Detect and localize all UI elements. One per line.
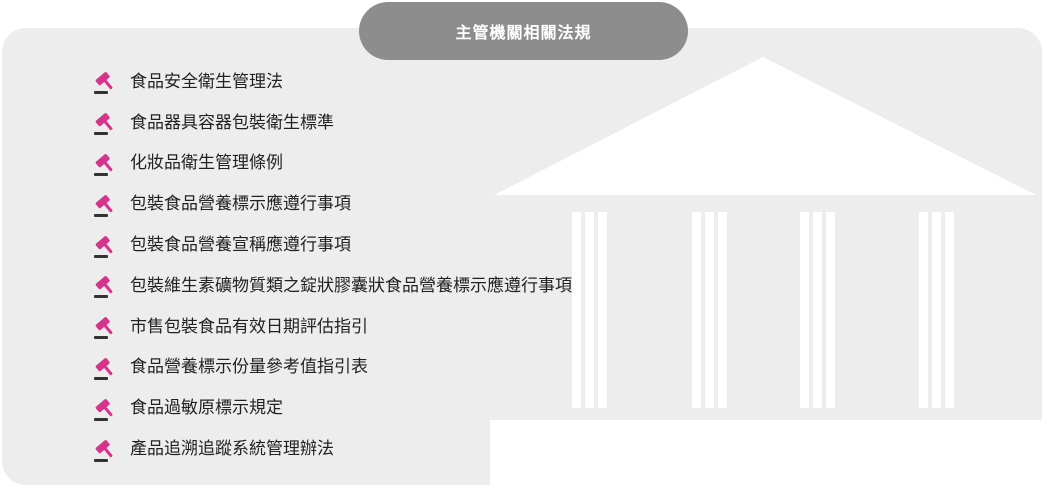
gavel-icon bbox=[94, 358, 113, 380]
gavel-icon bbox=[94, 317, 113, 340]
gavel-icon bbox=[94, 235, 113, 258]
regulation-item: 食品器具容器包裝衛生標準 bbox=[92, 103, 572, 144]
building-base bbox=[490, 420, 1042, 485]
regulation-item: 包裝食品營養宣稱應遵行事項 bbox=[92, 225, 572, 266]
regulation-item: 食品安全衛生管理法 bbox=[92, 62, 572, 103]
gavel-icon bbox=[94, 398, 113, 421]
gavel-icon bbox=[94, 194, 113, 217]
regulation-item-label: 包裝食品營養標示應遵行事項 bbox=[130, 194, 351, 215]
gavel-icon bbox=[94, 276, 113, 299]
regulation-item-label: 市售包裝食品有效日期評估指引 bbox=[130, 316, 368, 337]
building-columns bbox=[572, 212, 954, 408]
regulation-item-label: 食品器具容器包裝衛生標準 bbox=[130, 112, 334, 133]
building-roof bbox=[494, 57, 1036, 195]
regulation-item-label: 產品追溯追蹤系統管理辦法 bbox=[130, 439, 334, 460]
regulation-item: 產品追溯追蹤系統管理辦法 bbox=[92, 429, 572, 470]
regulation-item-label: 化妝品衛生管理條例 bbox=[130, 153, 283, 174]
regulation-item: 食品營養標示份量參考值指引表 bbox=[92, 348, 572, 389]
regulation-item-label: 包裝食品營養宣稱應遵行事項 bbox=[130, 235, 351, 256]
content-panel bbox=[2, 28, 1042, 485]
regulation-list: 食品安全衛生管理法食品器具容器包裝衛生標準化妝品衛生管理條例包裝食品營養標示應遵… bbox=[92, 62, 572, 470]
regulation-item: 包裝食品營養標示應遵行事項 bbox=[92, 184, 572, 225]
gavel-icon bbox=[94, 154, 113, 176]
regulation-item: 化妝品衛生管理條例 bbox=[92, 144, 572, 185]
regulation-item-label: 食品過敏原標示規定 bbox=[130, 398, 283, 419]
regulation-item: 市售包裝食品有效日期評估指引 bbox=[92, 307, 572, 348]
regulation-item: 包裝維生素礦物質類之錠狀膠囊狀食品營養標示應遵行事項 bbox=[92, 266, 572, 307]
gavel-icon bbox=[94, 439, 113, 462]
regulation-item-label: 食品安全衛生管理法 bbox=[130, 71, 283, 92]
gavel-icon bbox=[94, 113, 113, 136]
gavel-icon bbox=[94, 72, 113, 95]
page-title: 主管機關相關法規 bbox=[359, 2, 688, 60]
regulation-item-label: 食品營養標示份量參考值指引表 bbox=[130, 357, 368, 378]
regulation-item: 食品過敏原標示規定 bbox=[92, 388, 572, 429]
regulation-item-label: 包裝維生素礦物質類之錠狀膠囊狀食品營養標示應遵行事項 bbox=[130, 275, 572, 296]
